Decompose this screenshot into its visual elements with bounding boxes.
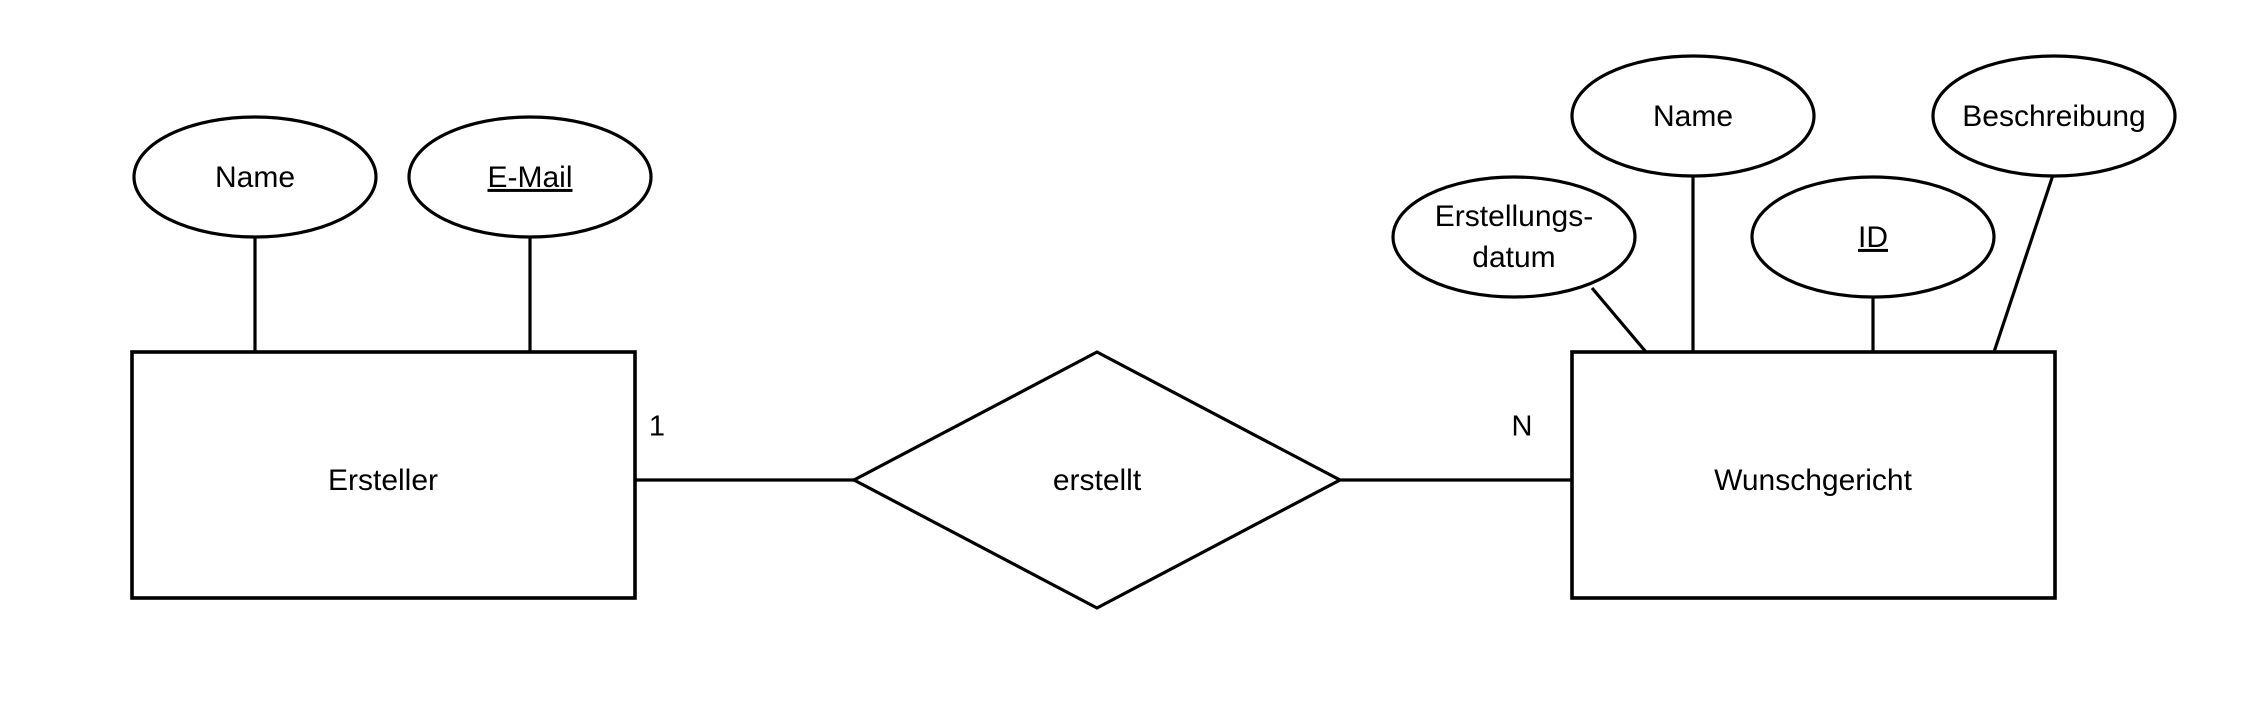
attribute-ersteller-name-ellipse[interactable] xyxy=(132,115,378,239)
attribute-ersteller-name[interactable]: Name xyxy=(132,115,378,239)
entity-wunschgericht[interactable]: Wunschgericht xyxy=(1570,350,2057,600)
attribute-ersteller-email[interactable]: E-Mail xyxy=(407,115,653,239)
attribute-wg-erstellungsdatum[interactable]: Erstellungs- datum xyxy=(1391,175,1637,299)
relationship-erstellt-label: erstellt xyxy=(1053,464,1142,497)
entity-wunschgericht-label: Wunschgericht xyxy=(1714,464,1913,497)
attribute-wg-erstellungsdatum-label-line2: datum xyxy=(1472,241,1555,274)
cardinality-label-n: N xyxy=(1512,411,1533,443)
connector-group-ersteller xyxy=(253,237,532,352)
attribute-ersteller-name-label: Name xyxy=(215,161,295,194)
relationship-erstellt[interactable]: erstellt xyxy=(850,350,1344,610)
attribute-wg-id[interactable]: ID xyxy=(1750,175,1996,299)
entity-ersteller-label: Ersteller xyxy=(328,464,438,497)
attribute-wg-id-label: ID xyxy=(1858,221,1888,254)
attribute-wg-name-ellipse[interactable] xyxy=(1570,54,1816,178)
connector-wg-beschreibung xyxy=(1992,174,2055,353)
attribute-wg-beschreibung-ellipse[interactable] xyxy=(1931,54,2177,178)
attribute-wg-beschreibung-label: Beschreibung xyxy=(1962,100,2145,133)
entity-ersteller[interactable]: Ersteller xyxy=(130,350,637,600)
attribute-wg-name[interactable]: Name xyxy=(1570,54,1816,178)
attribute-wg-name-label: Name xyxy=(1653,100,1733,133)
entity-wunschgericht-box[interactable] xyxy=(1570,350,2057,600)
attribute-wg-beschreibung[interactable]: Beschreibung xyxy=(1931,54,2177,178)
cardinality-label-one: 1 xyxy=(649,411,665,443)
attribute-ersteller-email-label: E-Mail xyxy=(487,161,572,194)
relationship-erstellt-diamond[interactable] xyxy=(850,350,1344,610)
entity-ersteller-box[interactable] xyxy=(130,350,637,600)
attribute-ersteller-email-ellipse[interactable] xyxy=(407,115,653,239)
attribute-wg-erstellungsdatum-ellipse[interactable] xyxy=(1391,175,1637,299)
connector-wg-erstellungsdatum xyxy=(1590,286,1648,354)
attribute-wg-erstellungsdatum-label-line1: Erstellungs- xyxy=(1435,200,1593,233)
cardinality-group: 1 N xyxy=(649,411,1533,443)
connector-group-wunschgericht xyxy=(1590,174,2055,354)
attribute-wg-id-ellipse[interactable] xyxy=(1750,175,1996,299)
